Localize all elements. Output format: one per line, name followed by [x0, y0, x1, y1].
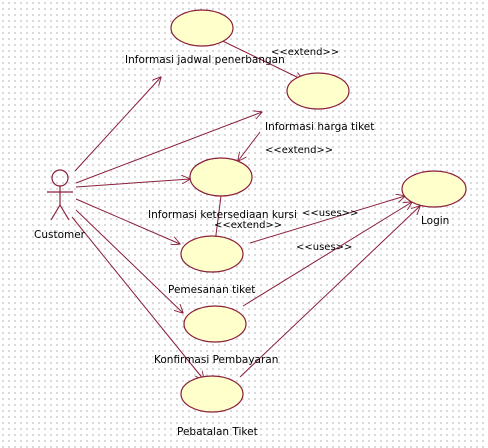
association-jadwal — [74, 77, 161, 172]
uses-konfirmasi-login — [242, 202, 412, 307]
stereotype-uses-2: <<uses>> — [296, 242, 352, 253]
use-case-harga[interactable] — [286, 72, 350, 110]
use-case-login[interactable] — [401, 170, 467, 208]
uses-pemesanan-login — [249, 196, 405, 244]
use-case-pemesanan[interactable] — [180, 235, 244, 273]
use-case-label-ketersediaan: Informasi ketersediaan kursi — [148, 209, 297, 221]
use-case-label-jadwal: Informasi jadwal penerbangan — [125, 54, 285, 66]
extend-harga-ketersediaan — [238, 131, 261, 161]
association-ketersediaan — [75, 179, 190, 188]
actor-head — [51, 169, 69, 187]
association-pembatalan — [71, 216, 204, 380]
association-pemesanan — [75, 198, 180, 244]
association-harga — [75, 112, 262, 184]
actor-right-leg — [59, 204, 70, 221]
association-konfirmasi — [75, 209, 183, 313]
uses-pembatalan-login — [239, 206, 420, 378]
use-case-ketersediaan[interactable] — [189, 157, 253, 197]
associations — [71, 77, 262, 380]
actor-label: Customer — [34, 229, 86, 241]
use-case-jadwal[interactable] — [170, 9, 234, 47]
use-case-label-pembatalan: Pebatalan Tiket — [177, 426, 258, 438]
use-case-label-login: Login — [421, 215, 449, 227]
actor-customer[interactable] — [47, 169, 73, 221]
use-case-label-konfirmasi: Konfirmasi Pembayaran — [154, 354, 278, 366]
actor-left-leg — [50, 204, 61, 221]
use-case-konfirmasi[interactable] — [183, 305, 247, 343]
stereotype-uses-1: <<uses>> — [302, 208, 358, 219]
use-case-label-harga: Informasi harga tiket — [265, 121, 374, 133]
stereotype-extend-1: <<extend>> — [271, 47, 339, 58]
use-case-label-pemesanan: Pemesanan tiket — [168, 284, 255, 296]
labels: Customer Informasi jadwal penerbangan In… — [34, 47, 449, 438]
stereotype-extend-3: <<extend>> — [214, 220, 282, 231]
stereotype-extend-2: <<extend>> — [265, 145, 333, 156]
use-cases — [170, 9, 467, 413]
use-case-pembatalan[interactable] — [180, 375, 244, 413]
